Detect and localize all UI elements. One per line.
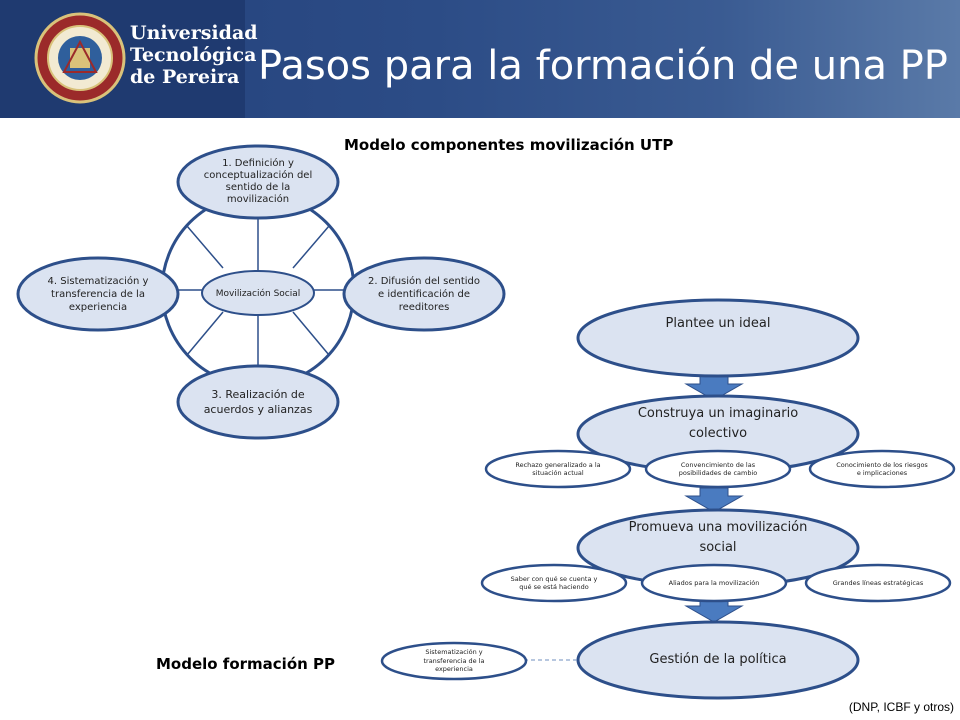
step-2-subitem-3-ellipse (808, 449, 956, 489)
university-seal-icon (34, 12, 126, 104)
step-4-ellipse (576, 620, 860, 700)
left-node-2-label: 2. Difusión del sentido e identificación… (367, 275, 480, 313)
left-node-3-label: 3. Realización de acuerdos y alianzas (203, 388, 313, 416)
left-node-4-label: 4. Sistematización y transferencia de la… (47, 275, 149, 313)
step-3-subitem-2-ellipse (640, 563, 788, 603)
left-node-3-ellipse (176, 364, 340, 440)
logo-block: Universidad Tecnológica de Pereira (0, 0, 258, 118)
left-node-1-label: 1. Definición y conceptualización del se… (203, 158, 313, 205)
step-2-subitem-3-label: Conocimiento de los riesgos e implicacio… (836, 460, 928, 478)
step-3-subitem-3-ellipse (804, 563, 952, 603)
step-1-label: Plantee un ideal (665, 316, 771, 331)
step-3-subitem-1-ellipse (480, 563, 628, 603)
right-model-title: Modelo formación PP (156, 655, 336, 673)
step-2-subitem-1-ellipse (484, 449, 632, 489)
left-node-1-ellipse (176, 144, 340, 220)
step-3-subitem-3-label: Grandes líneas estratégicas (832, 578, 924, 587)
university-name: Universidad Tecnológica de Pereira (130, 22, 258, 88)
university-name-line-2: Tecnológica (130, 44, 257, 66)
step-4-subitem-ellipse (380, 641, 528, 681)
left-model-title: Modelo componentes movilización UTP (344, 136, 674, 154)
step-4-subitem-label: Sistematización y transferencia de la ex… (423, 648, 485, 674)
university-name-line-1: Universidad (130, 22, 258, 44)
step-3-subitem-1-label: Saber con qué se cuenta y qué se está ha… (510, 574, 598, 592)
step-4-label: Gestión de la política (649, 652, 787, 667)
step-3-label: Promueva una movilización social (628, 520, 808, 555)
left-node-2-ellipse (342, 256, 506, 332)
university-name-line-3: de Pereira (130, 66, 240, 88)
step-3-subitem-2-label: Aliados para la movilización (668, 578, 760, 587)
step-2-subitem-1-label: Rechazo generalizado a la situación actu… (515, 460, 601, 478)
left-node-4-ellipse (16, 256, 180, 332)
left-spokes (162, 210, 354, 372)
step-1-ellipse (576, 298, 860, 378)
left-center-label: Movilización Social (215, 288, 301, 299)
step-2-label: Construya un imaginario colectivo (637, 406, 799, 441)
page-title: Pasos para la formación de una PP (258, 43, 948, 89)
step-2-subitem-2-label: Convencimiento de las posibilidades de c… (678, 460, 758, 478)
arrow-2 (684, 487, 744, 513)
left-center-ellipse (201, 270, 315, 316)
source-note: (DNP, ICBF y otros) (848, 700, 954, 714)
step-2-subitem-2-ellipse (644, 449, 792, 489)
